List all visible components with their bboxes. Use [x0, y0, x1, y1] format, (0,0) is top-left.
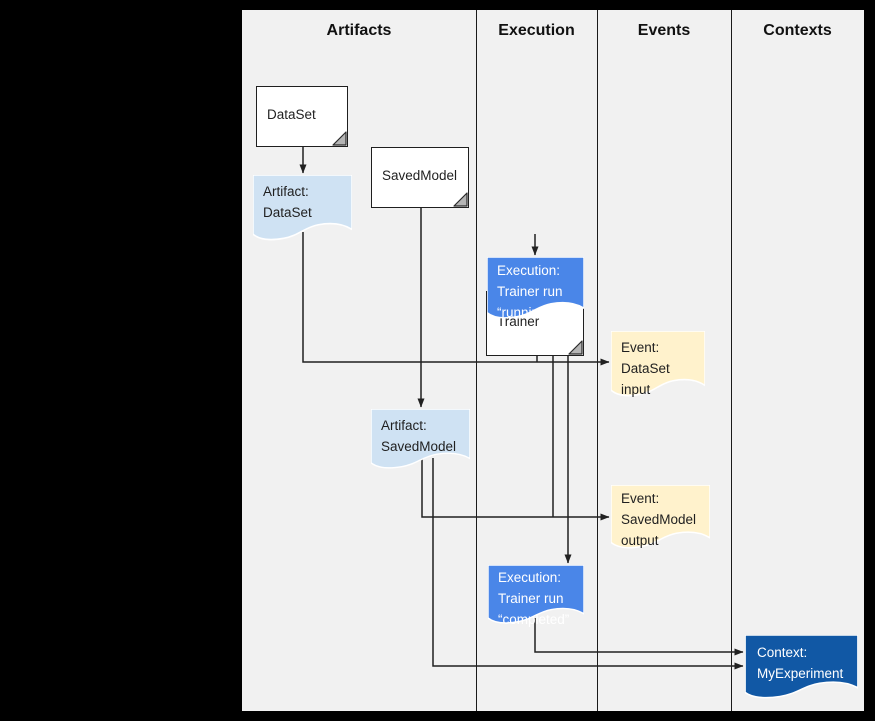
node-label: Artifact: DataSet	[263, 184, 312, 220]
node-execution-completed: Execution: Trainer run “completed”	[488, 565, 584, 627]
node-event-dataset-input: Event: DataSet input	[611, 331, 705, 398]
column-divider	[731, 10, 732, 711]
node-label: Context: MyExperiment	[757, 645, 844, 681]
node-artifact-savedmodel: Artifact: SavedModel	[371, 409, 470, 470]
column-header-contexts: Contexts	[763, 22, 832, 39]
column-header-events: Events	[637, 22, 691, 39]
node-context-myexperiment: Context: MyExperiment	[745, 635, 858, 700]
node-label: Event: DataSet input	[621, 340, 670, 397]
document-shape	[371, 409, 470, 469]
node-label: Artifact: SavedModel	[381, 418, 457, 454]
folded-corner-icon	[568, 340, 583, 355]
node-label: Execution: Trainer run “running”	[497, 263, 563, 320]
document-shape	[611, 485, 710, 549]
arrow-artifactsavedmodel-to-event	[421, 458, 610, 521]
document-shape	[611, 331, 705, 397]
node-event-savedmodel-output: Event: SavedModel output	[611, 485, 710, 550]
column-header-execution: Execution	[498, 22, 575, 39]
node-savedmodel: SavedModel	[371, 147, 469, 208]
folded-corner-icon	[332, 131, 347, 146]
column-header-artifacts: Artifacts	[326, 22, 392, 39]
diagram-canvas: Artifacts Execution Events Contexts	[242, 10, 864, 711]
node-label: SavedModel	[382, 168, 458, 183]
arrow-artifactdataset-to-event	[302, 232, 610, 366]
folded-corner-icon	[453, 192, 468, 207]
node-artifact-dataset: Artifact: DataSet	[253, 175, 352, 242]
arrow-completed-to-context	[534, 618, 744, 656]
node-label: Event: SavedModel output	[621, 491, 697, 548]
node-label: Execution: Trainer run “completed”	[498, 570, 570, 627]
node-dataset: DataSet	[256, 86, 348, 147]
node-label: DataSet	[267, 107, 316, 122]
document-shape	[253, 175, 352, 241]
document-shape	[487, 257, 584, 319]
document-shape	[488, 565, 584, 624]
arrow-artifactsavedmodel-to-context	[432, 458, 744, 670]
column-divider	[476, 10, 477, 711]
node-execution-running: Execution: Trainer run “running”	[487, 257, 584, 320]
column-divider	[597, 10, 598, 711]
document-shape	[745, 635, 858, 699]
